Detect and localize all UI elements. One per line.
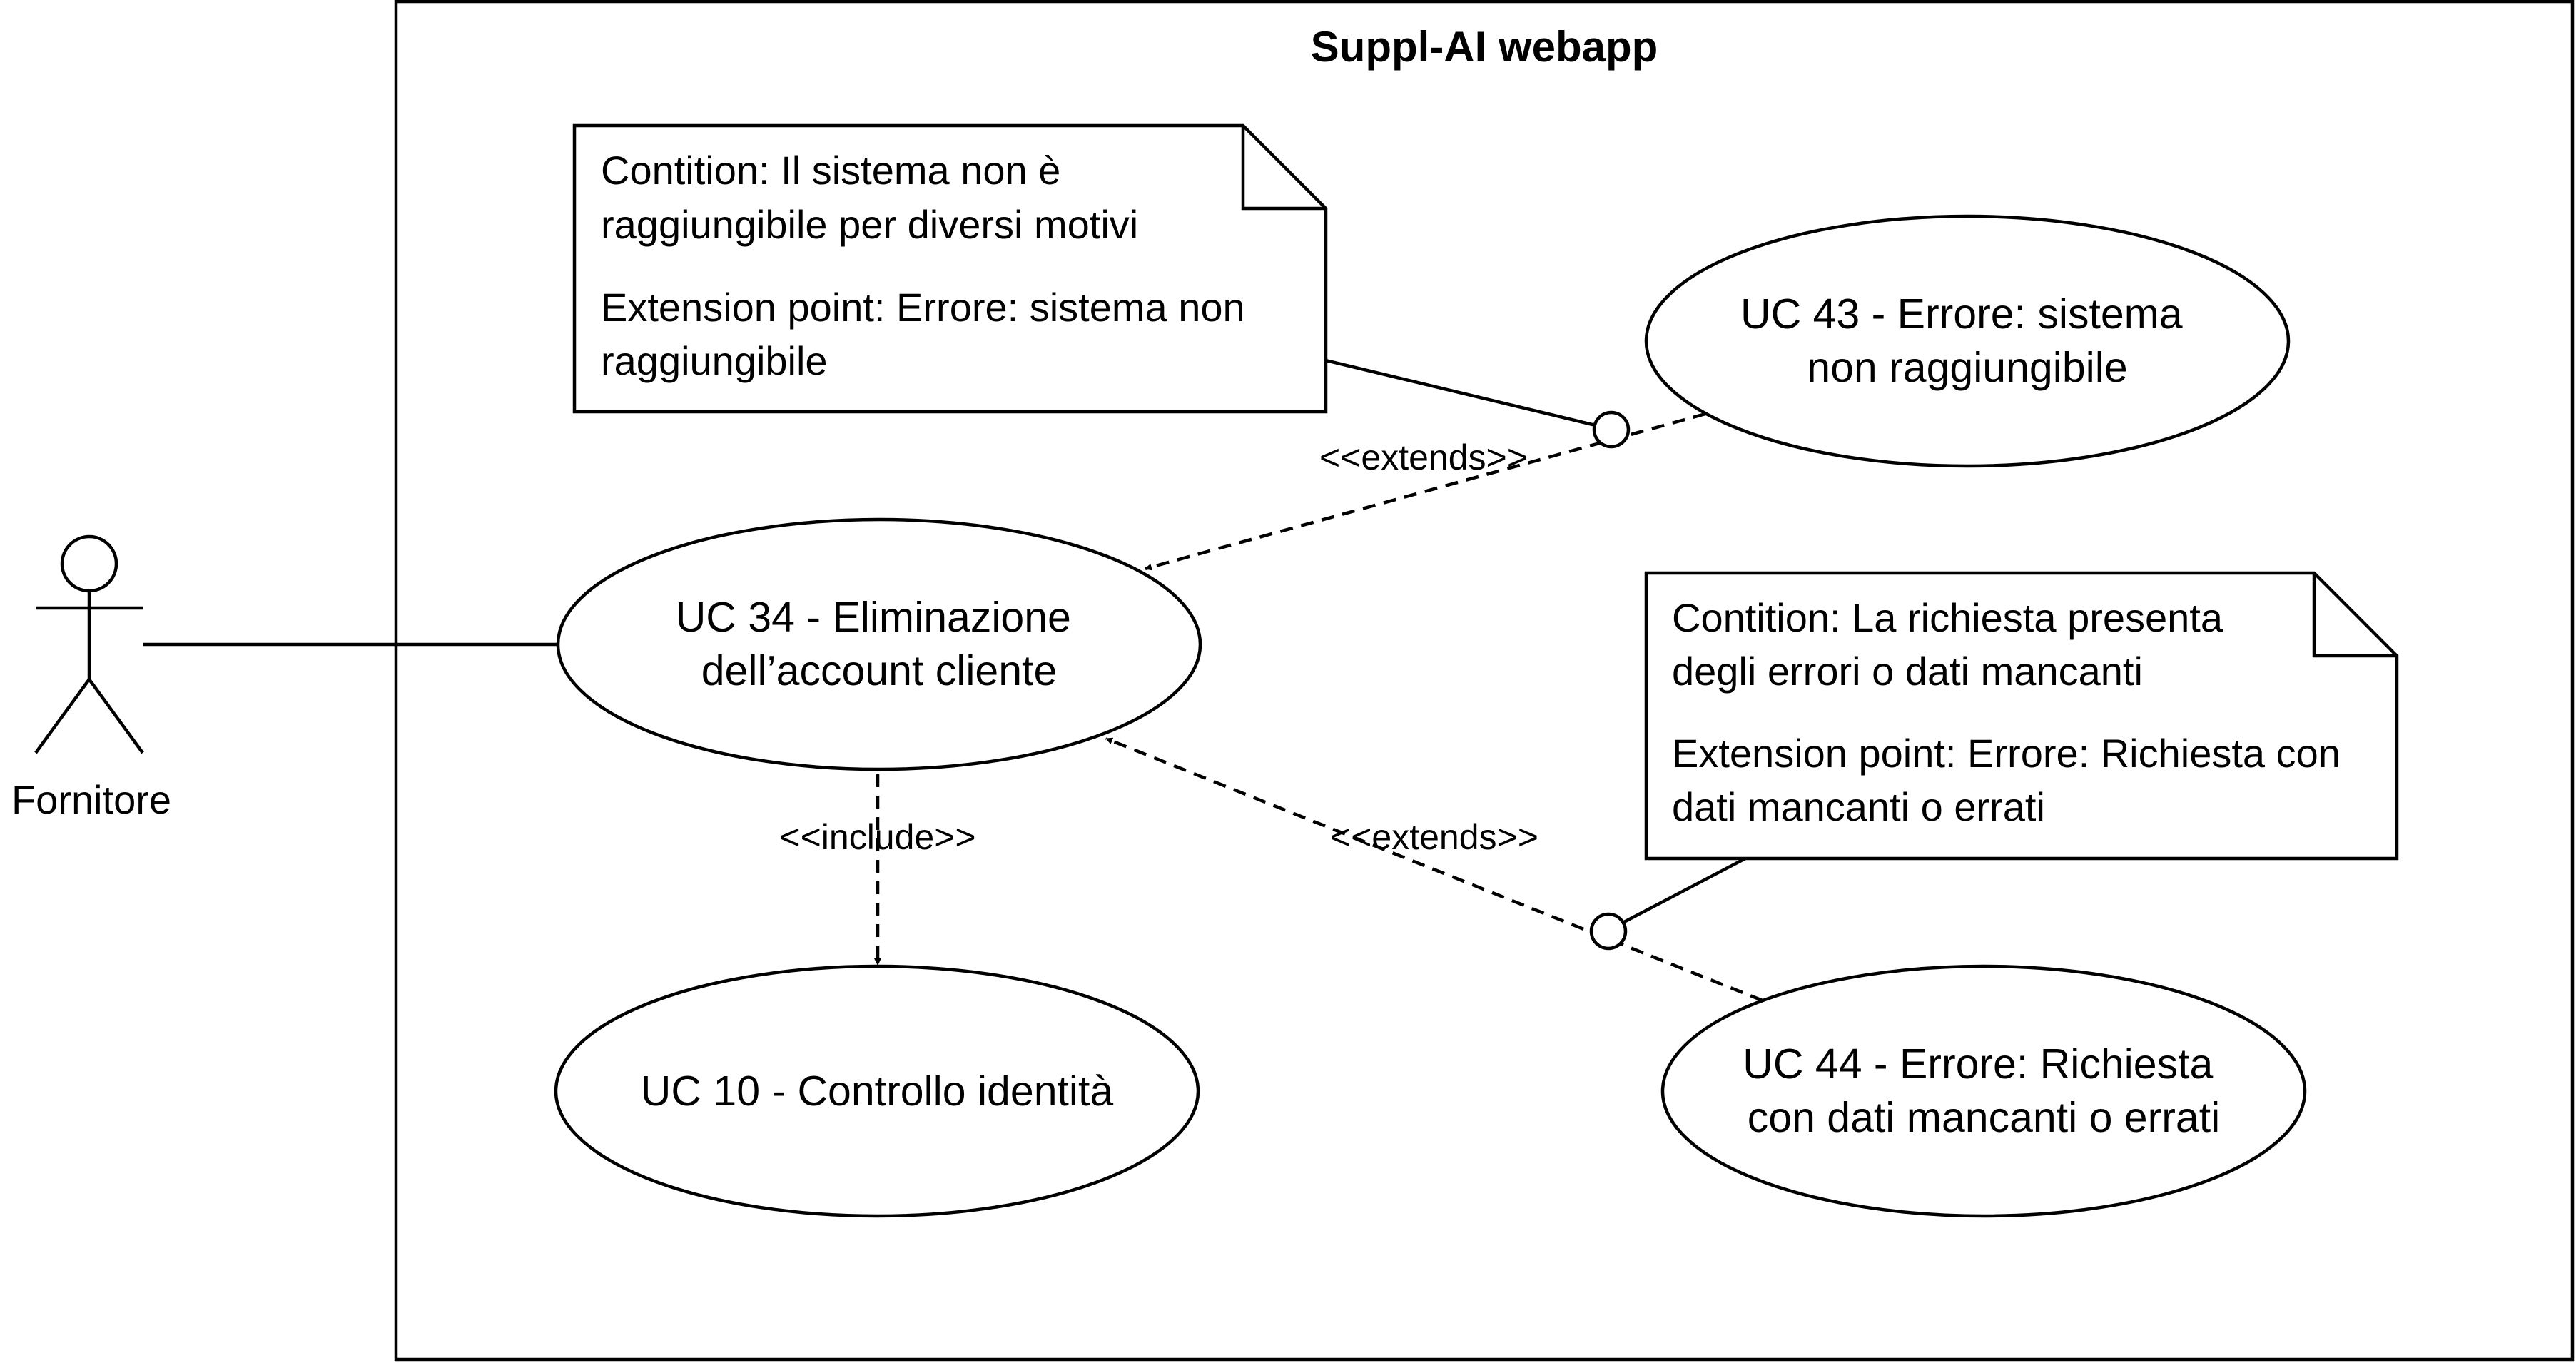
use-case-uc10: UC 10 - Controllo identità <box>554 964 1200 1218</box>
use-case-uc43-label: UC 43 - Errore: sistema non raggiungibil… <box>1740 290 2194 391</box>
use-case-uc44: UC 44 - Errore: Richiesta con dati manca… <box>1660 964 2307 1218</box>
use-case-uc44-label: UC 44 - Errore: Richiesta con dati manca… <box>1743 1040 2224 1141</box>
note-uc43-condition: Contition: Il sistema non è raggiungibil… <box>601 148 1138 247</box>
use-case-uc43-line-1: UC 43 - Errore: sistema <box>1740 290 2183 338</box>
use-case-uc34-label: UC 34 - Eliminazione dell’account client… <box>676 594 1083 694</box>
actor-label: Fornitore <box>11 777 171 822</box>
extends-uc44-label: <<extends>> <box>1330 817 1538 857</box>
use-case-uc10-line-1: UC 10 - Controllo identità <box>641 1068 1114 1115</box>
use-case-uc10-shape <box>554 964 1200 1218</box>
include-uc10-label: <<include>> <box>779 817 975 857</box>
use-case-uc43-line-2: non raggiungibile <box>1807 344 2127 391</box>
extension-point-circle-uc43 <box>1592 410 1631 449</box>
note-uc44-connector <box>1621 857 1747 924</box>
use-case-uc34-line-2: dell’account cliente <box>701 647 1058 694</box>
note-uc44-ext-line-2: dati mancanti o errati <box>1672 784 2045 829</box>
note-uc43-connector <box>1325 358 1596 427</box>
note-uc44-shape <box>1644 571 2399 861</box>
use-case-uc43-shape <box>1644 214 2291 468</box>
note-uc43-fold <box>1241 126 1326 211</box>
note-uc43-extension-point: Extension point: Errore: sistema non rag… <box>601 285 1256 383</box>
actor-right-leg <box>88 678 144 754</box>
note-uc44: Contition: La richiesta presenta degli e… <box>1644 571 2399 861</box>
note-uc43-ext-line-1: Extension point: Errore: sistema non <box>601 285 1245 330</box>
use-case-uc44-line-2: con dati mancanti o errati <box>1748 1094 2220 1141</box>
actor-head <box>60 534 118 593</box>
extension-point-circle-uc44 <box>1589 912 1628 951</box>
note-uc44-condition-line-2: degli errori o dati mancanti <box>1672 649 2143 694</box>
use-case-uc44-line-1: UC 44 - Errore: Richiesta <box>1743 1040 2213 1088</box>
note-uc43: Contition: Il sistema non è raggiungibil… <box>572 123 1328 414</box>
actor-fornitore: Fornitore <box>11 534 171 822</box>
use-case-uc34-shape <box>556 517 1202 771</box>
use-case-uc10-label: UC 10 - Controllo identità <box>641 1068 1114 1115</box>
extends-uc44-arrow <box>1105 736 1763 1003</box>
note-uc43-shape <box>572 123 1328 414</box>
extends-uc43-label: <<extends>> <box>1319 437 1528 477</box>
use-case-uc34-line-1: UC 34 - Eliminazione <box>676 594 1071 641</box>
use-case-uc34: UC 34 - Eliminazione dell’account client… <box>556 517 1202 771</box>
note-uc43-condition-line-1: Contition: Il sistema non è <box>601 148 1060 193</box>
note-uc43-condition-line-2: raggiungibile per diversi motivi <box>601 202 1138 247</box>
system-title: Suppl-AI webapp <box>1311 23 1658 71</box>
note-uc44-condition: Contition: La richiesta presenta degli e… <box>1672 595 2234 694</box>
actor-left-leg <box>34 678 91 754</box>
note-uc44-ext-line-1: Extension point: Errore: Richiesta con <box>1672 731 2341 776</box>
note-uc43-ext-line-2: raggiungibile <box>601 338 828 383</box>
use-case-uc44-shape <box>1660 964 2307 1218</box>
use-case-uc43: UC 43 - Errore: sistema non raggiungibil… <box>1644 214 2291 468</box>
note-uc44-extension-point: Extension point: Errore: Richiesta con d… <box>1672 731 2351 829</box>
system-boundary <box>394 0 2575 1362</box>
note-uc44-fold <box>2312 573 2397 658</box>
note-uc44-condition-line-1: Contition: La richiesta presenta <box>1672 595 2223 640</box>
